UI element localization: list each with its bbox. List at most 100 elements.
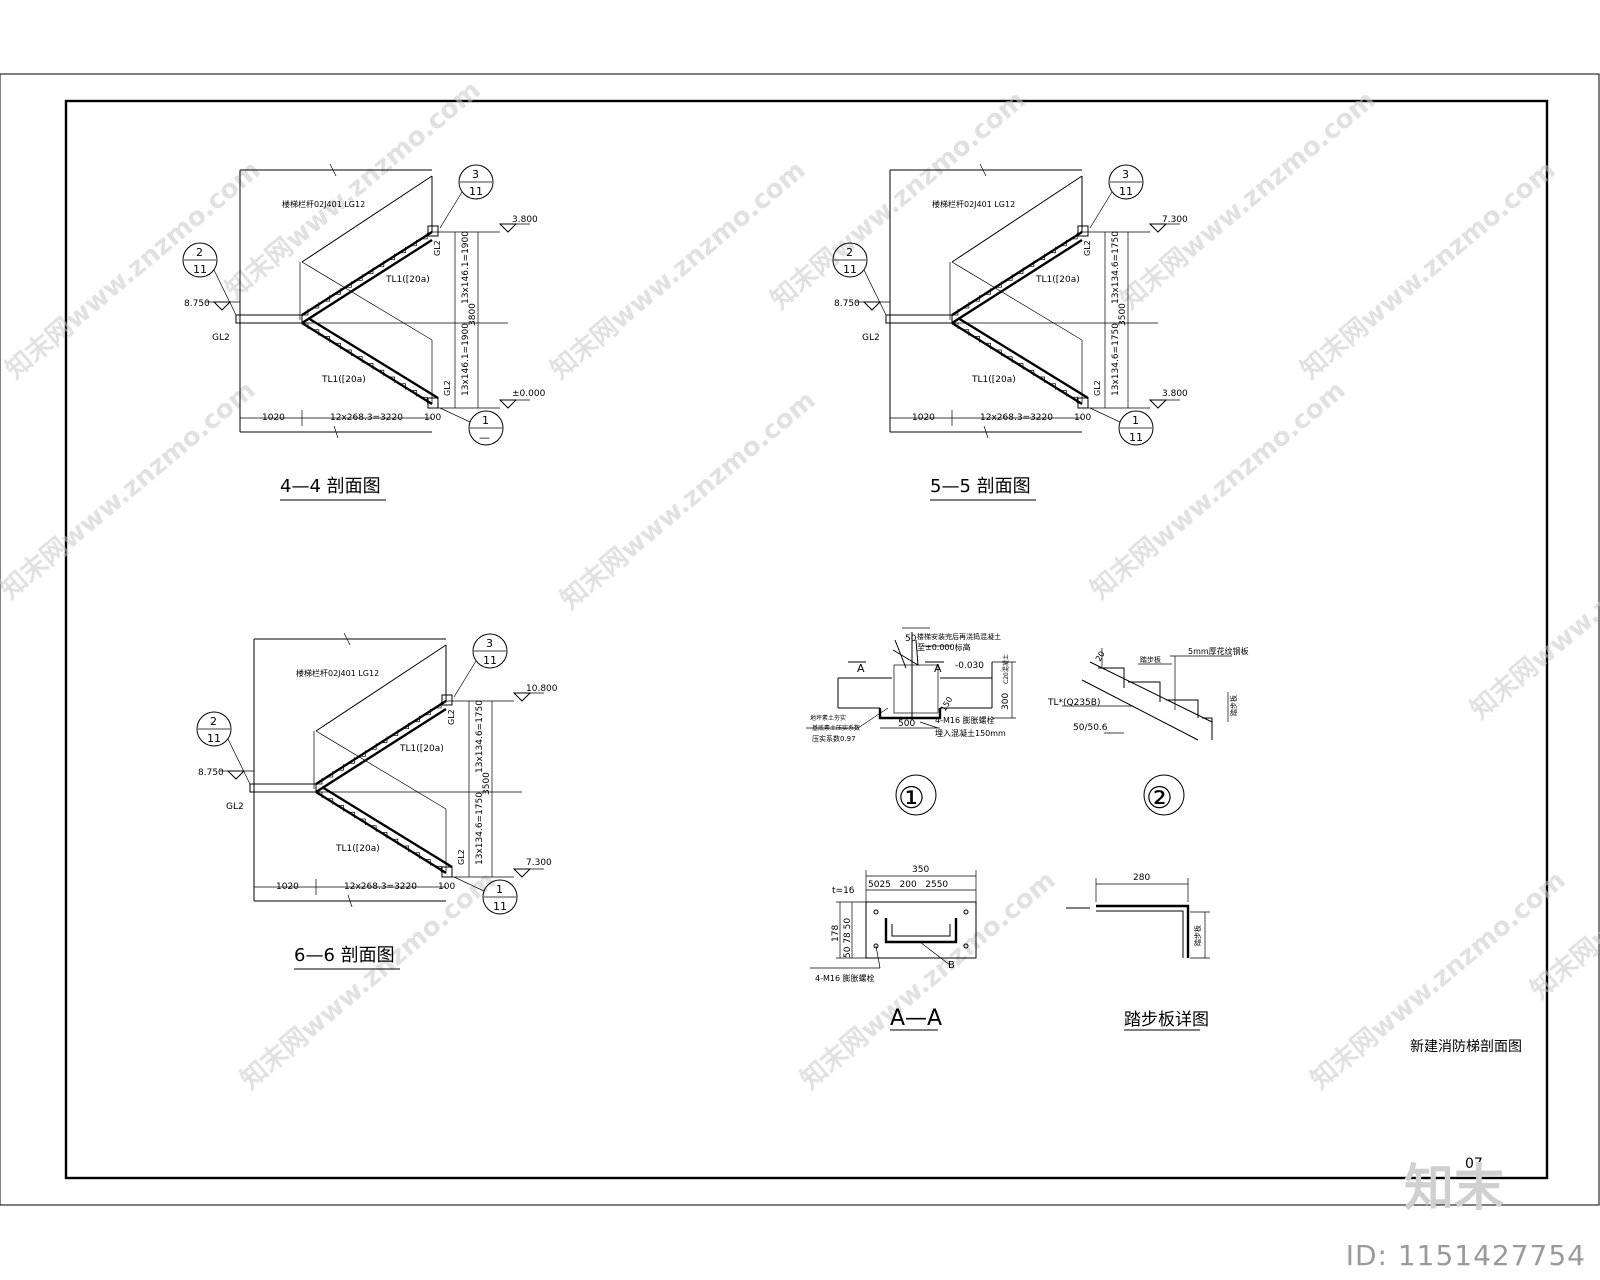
tag-bottom-bottom: — — [479, 431, 490, 444]
step-dim: 280 — [1133, 873, 1150, 883]
dim-run: 12x268.3=3220 — [980, 413, 1053, 423]
tag-bottom-top: 1 — [1132, 414, 1139, 427]
tag-left-circle — [182, 242, 218, 278]
dim-landing: 1020 — [262, 413, 285, 423]
watermark-text: 知末网www.znzmo.com — [1085, 375, 1351, 605]
watermark-text: 知末网www.znzmo.com — [555, 385, 821, 615]
detail1-note-top: 楼梯安装完后再浇捣混凝土 — [917, 632, 1001, 641]
dim-upper: 13x146.1=1900 — [461, 231, 471, 304]
detail2-dim-20: 20 — [1094, 650, 1107, 663]
detail1-ref-150: 150 — [939, 695, 954, 713]
elev-left: 8.750 — [184, 299, 210, 309]
detail1-cut-a-left: A — [857, 662, 865, 675]
watermark-text: 知末网www.znzmo.com — [1295, 155, 1561, 385]
image-id-label: ID: 1151427754 — [1345, 1239, 1586, 1272]
detail1-dim-500: 500 — [898, 719, 915, 729]
elev-left: 8.750 — [834, 299, 860, 309]
gl-bottom: GL2 — [1093, 380, 1102, 396]
tag-top-top: 3 — [472, 168, 479, 181]
dim-upper: 13x134.6=1750 — [1111, 231, 1121, 304]
aa-bolt: 4-M16 膨胀螺栓 — [815, 973, 875, 983]
detail-2: 5mm厚花纹钢板 踏步板 踏步板 20 TL*(Q235B) 50/50.6 ② — [1047, 646, 1249, 816]
tag-bottom-circle — [1118, 410, 1154, 446]
dim-lower: 13x146.1=1900 — [461, 323, 471, 396]
section-title: 6—6 剖面图 — [294, 945, 395, 966]
detail1-soil-note2: 基底素土压实系数 — [812, 724, 860, 732]
gl-left: GL2 — [212, 333, 230, 343]
step-note: 踏步板 — [1193, 925, 1202, 946]
detail2-plate-note: 5mm厚花纹钢板 — [1188, 646, 1249, 656]
tag-left-bottom: 11 — [207, 732, 221, 745]
tag-bottom-bottom: 11 — [493, 900, 507, 913]
dim-landing: 1020 — [276, 882, 299, 892]
dim-landing: 1020 — [912, 413, 935, 423]
detail1-dim-300: 300 — [1001, 693, 1011, 710]
aa-dim-parts: 5025 200 2550 — [868, 880, 948, 890]
detail1-label: ① — [898, 781, 925, 816]
watermark-text: 知末网www.znzmo.com — [0, 375, 261, 605]
detail2-beam: TL*(Q235B) — [1047, 698, 1100, 708]
elev-top: 7.300 — [1162, 215, 1188, 225]
detail1-bolt2: 埋入混凝土150mm — [935, 728, 1006, 738]
detail1-soil-note3: 压实系数0.97 — [812, 734, 856, 743]
elev-bottom: ±0.000 — [512, 389, 546, 399]
gl-top: GL2 — [1083, 240, 1092, 256]
elev-bottom: 7.300 — [526, 858, 552, 868]
inner-frame — [64, 99, 1549, 1180]
beam-lower: TL1([20a) — [321, 375, 366, 385]
tag-bottom-top: 1 — [496, 883, 503, 896]
dim-total: 3500 — [482, 772, 492, 795]
tag-left-circle — [196, 711, 232, 747]
dim-end: 100 — [424, 413, 441, 423]
tag-bottom-circle — [482, 879, 518, 915]
watermark-text: 知末网www.znzmo.com — [1115, 85, 1381, 315]
tag-left-top: 2 — [196, 246, 203, 259]
detail-step-plate: 280 踏步板 踏步板详图 — [1066, 873, 1210, 1031]
gl-top: GL2 — [433, 240, 442, 256]
watermark-text: 知末网www.znzmo.com — [0, 155, 266, 385]
tag-top-circle — [1108, 164, 1144, 200]
aa-dim-v: 178 — [831, 925, 841, 942]
dim-lower: 13x134.6=1750 — [475, 792, 485, 865]
tag-left-bottom: 11 — [193, 263, 207, 276]
watermark-text: 知末网www.znzmo.com — [545, 155, 811, 385]
elev-top: 3.800 — [512, 215, 538, 225]
dim-total: 3800 — [468, 303, 478, 326]
railing-note: 楼梯栏杆02J401 LG12 — [282, 199, 365, 209]
aa-title: A—A — [890, 1006, 942, 1031]
detail1-dim-50: 50 — [905, 634, 917, 644]
beam-upper: TL1([20a) — [385, 275, 430, 285]
beam-upper: TL1([20a) — [399, 744, 444, 754]
detail1-slab-note: C20混凝土 — [1002, 654, 1010, 684]
tag-top-circle — [458, 164, 494, 200]
brand-logo: 知末 — [1404, 1159, 1504, 1217]
gl-left: GL2 — [226, 802, 244, 812]
detail2-tread-note: 踏步板 — [1140, 655, 1161, 664]
railing-note: 楼梯栏杆02J401 LG12 — [296, 668, 379, 678]
detail-a-a: 350 5025 200 2550 t=16 178 50 78 50 4-M1… — [810, 865, 977, 1031]
tag-top-bottom: 11 — [483, 654, 497, 667]
detail2-weld: 50/50.6 — [1073, 723, 1108, 733]
dim-end: 100 — [438, 882, 455, 892]
detail2-label: ② — [1146, 781, 1173, 816]
elev-left: 8.750 — [198, 768, 224, 778]
tag-top-circle — [472, 633, 508, 669]
outer-frame — [0, 73, 1600, 1206]
page-number: 07 — [1465, 1156, 1483, 1172]
sheet-title: 新建消防梯剖面图 — [1410, 1039, 1522, 1055]
gl-left: GL2 — [862, 333, 880, 343]
aa-thk: t=16 — [832, 886, 855, 896]
railing-note: 楼梯栏杆02J401 LG12 — [932, 199, 1015, 209]
detail1-soil-note: 地坪素土夯实 — [810, 714, 846, 722]
step-title: 踏步板详图 — [1124, 1010, 1209, 1030]
tag-top-top: 3 — [1122, 168, 1129, 181]
section-title: 4—4 剖面图 — [280, 476, 381, 497]
dim-upper: 13x134.6=1750 — [475, 700, 485, 773]
detail-1: 楼梯安装完后再浇捣混凝土 至±0.000标高 50 -0.030 A A 500… — [806, 627, 1016, 816]
dim-run: 12x268.3=3220 — [344, 882, 417, 892]
dim-lower: 13x134.6=1750 — [1111, 323, 1121, 396]
elev-top: 10.800 — [526, 684, 558, 694]
gl-bottom: GL2 — [457, 849, 466, 865]
